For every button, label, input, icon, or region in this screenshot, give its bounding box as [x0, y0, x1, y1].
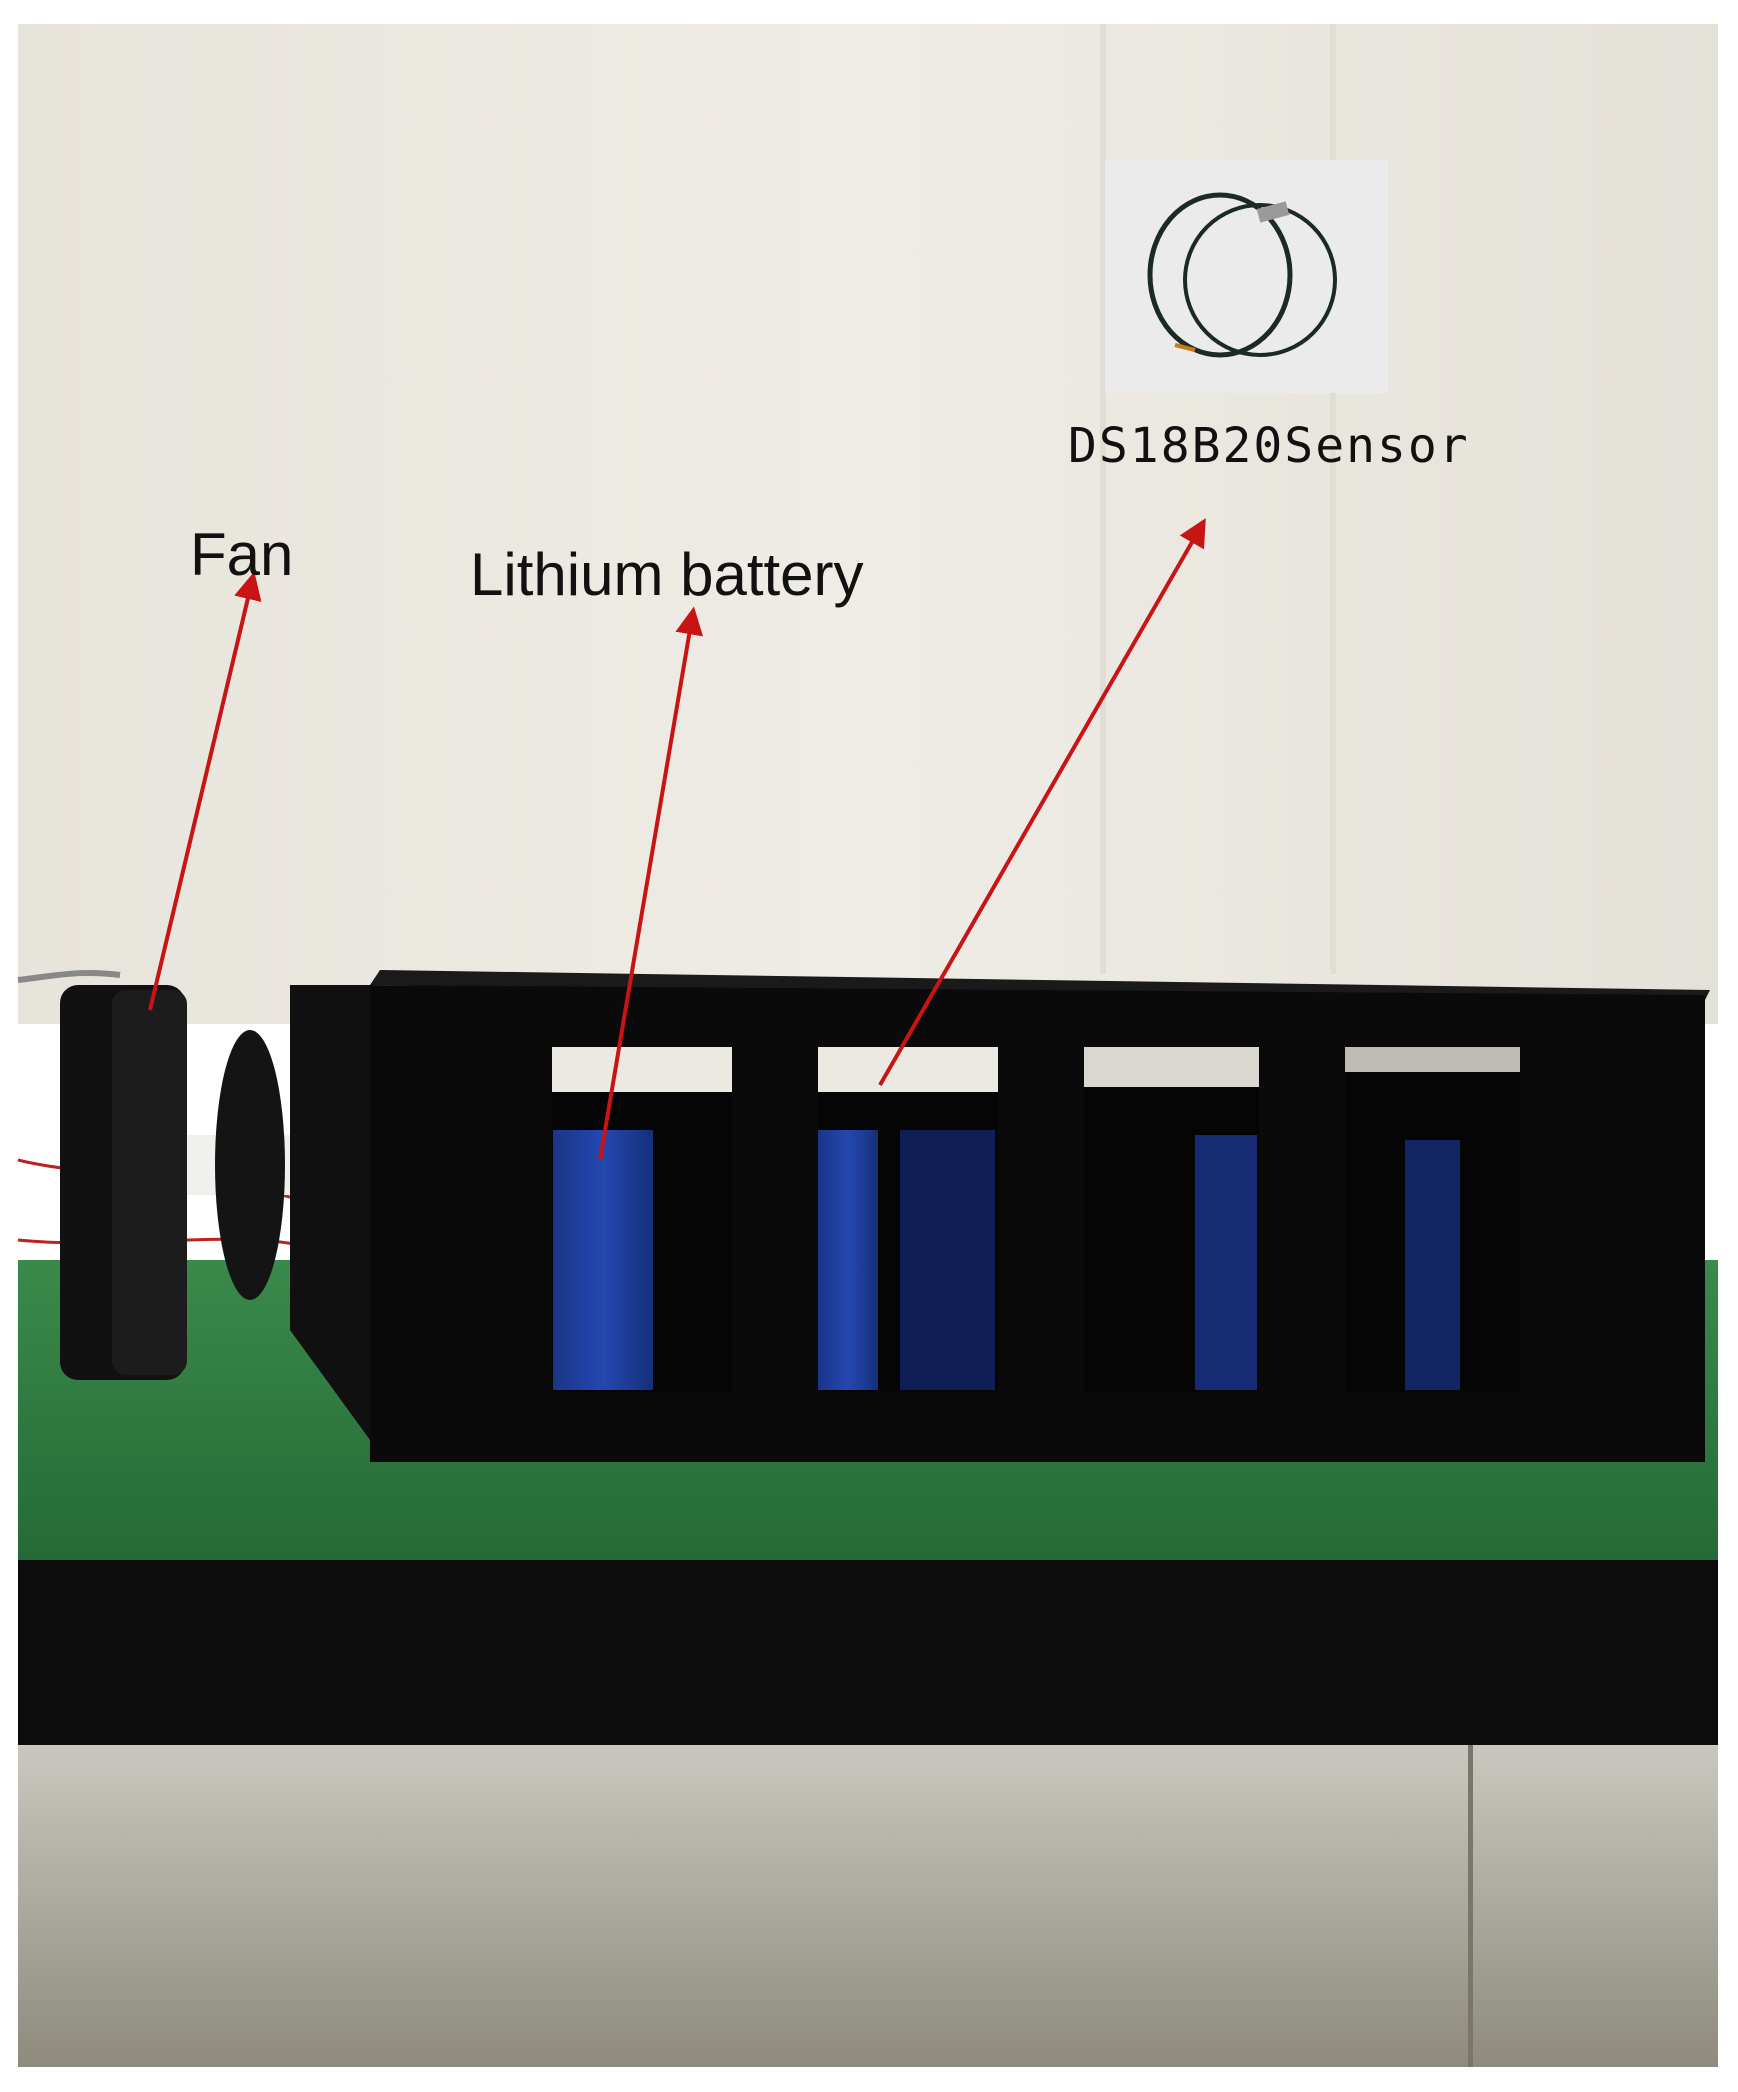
- window-light: [552, 1047, 732, 1092]
- cabinet-seam: [1468, 1745, 1473, 2067]
- mount-plate: [290, 985, 370, 1440]
- wall-background: [18, 24, 1718, 1024]
- sensor-label: DS18B20Sensor: [1068, 418, 1470, 474]
- battery-cell: [1195, 1135, 1257, 1390]
- fan-frame: [112, 990, 187, 1375]
- cable: [17, 969, 121, 983]
- sensor-cable-icon: [1147, 192, 1337, 358]
- fan-disk: [215, 1030, 285, 1300]
- red-arrow-icon: [878, 518, 1206, 1086]
- wall-seam: [1330, 24, 1336, 974]
- wall-seam: [1100, 24, 1106, 974]
- battery-cell: [900, 1130, 995, 1390]
- window-light: [1345, 1047, 1520, 1072]
- fan-label: Fan: [190, 521, 294, 588]
- table-edge: [18, 1560, 1718, 1745]
- battery-cell: [818, 1130, 878, 1390]
- battery-cell: [1405, 1140, 1460, 1390]
- enclosure-top: [370, 970, 1710, 1000]
- lithium-battery-label: Lithium battery: [470, 541, 864, 608]
- window-light: [818, 1047, 998, 1092]
- red-arrow-icon: [148, 571, 262, 1011]
- sensor-inset: [1105, 160, 1388, 393]
- red-arrow-icon: [598, 606, 704, 1161]
- cabinet: [18, 1745, 1718, 2067]
- battery-cell: [553, 1130, 653, 1390]
- window-light: [1084, 1047, 1259, 1087]
